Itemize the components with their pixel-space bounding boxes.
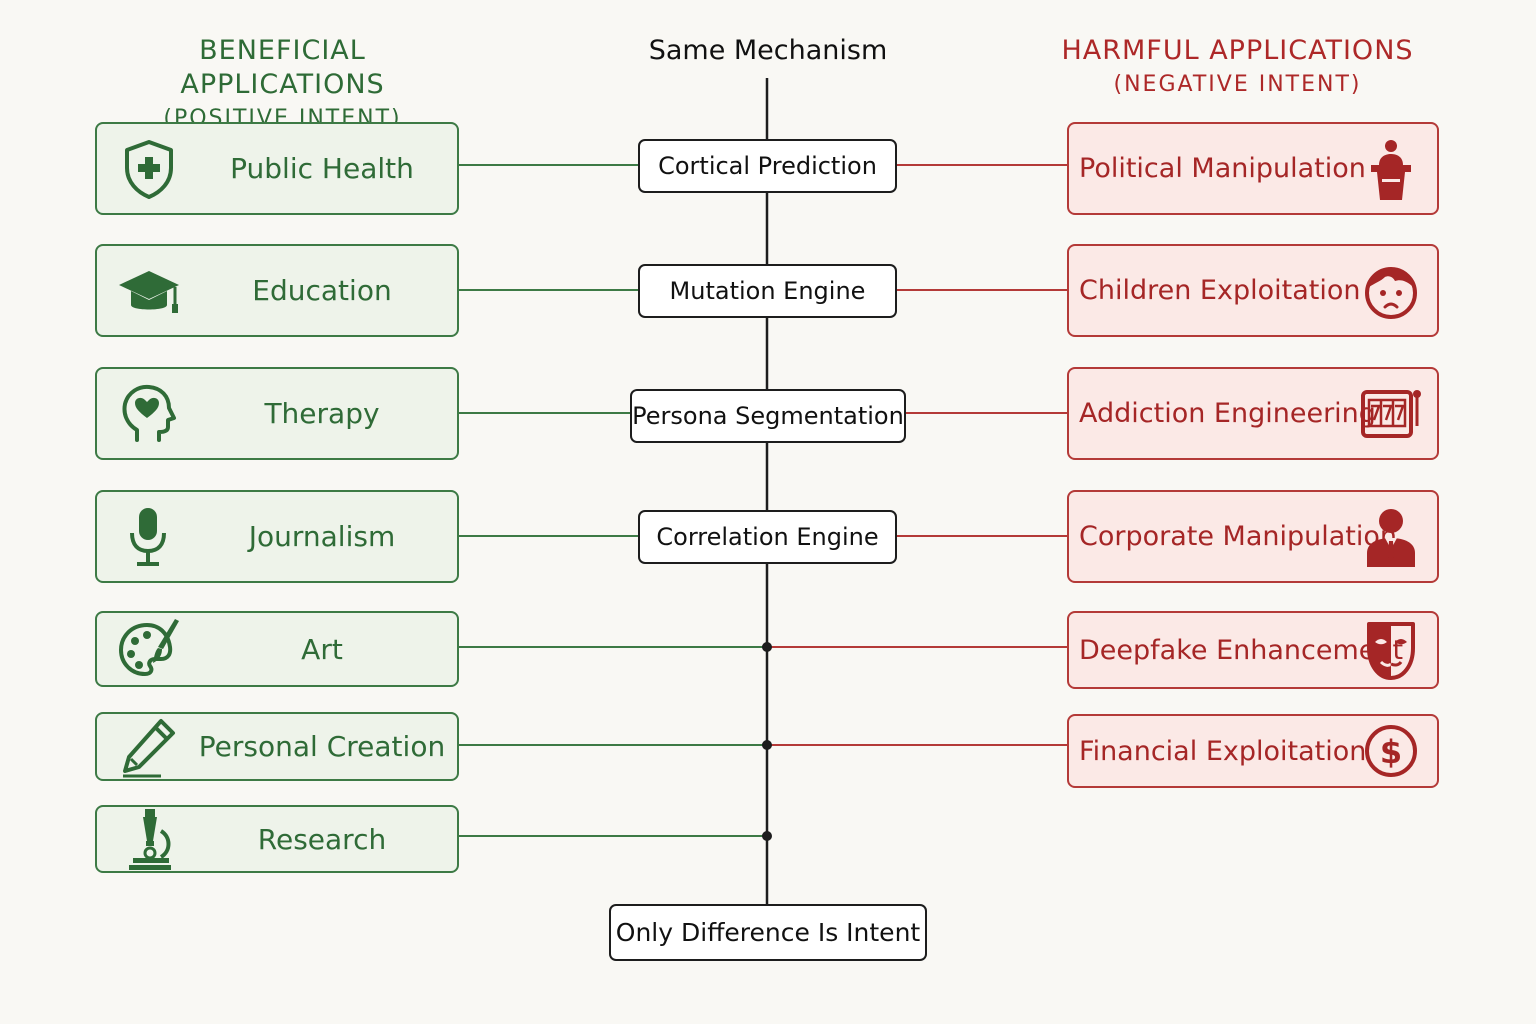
harmful-subtitle: (NEGATIVE INTENT) [1113, 72, 1362, 97]
junction-dot [762, 831, 772, 841]
beneficial-box-journalism: Journalism [95, 490, 459, 583]
beneficial-box-therapy: Therapy [95, 367, 459, 460]
harmful-label: Children Exploitation [1079, 275, 1361, 306]
beneficial-label: Public Health [230, 152, 414, 185]
harmful-box-political-manipulation: Political Manipulation [1067, 122, 1439, 215]
beneficial-box-art: Art [95, 611, 459, 687]
microscope-icon [129, 809, 171, 870]
dollar-coin-icon: $ [1365, 725, 1417, 777]
podium-speaker-icon [1371, 139, 1411, 200]
beneficial-label: Journalism [248, 520, 396, 553]
beneficial-title: BENEFICIAL APPLICATIONS [180, 35, 385, 100]
beneficial-label: Education [252, 274, 392, 307]
pencil-icon [123, 718, 175, 777]
beneficial-label: Therapy [264, 397, 380, 430]
mechanism-box-persona-segmentation: Persona Segmentation [630, 389, 906, 443]
palette-brush-icon [118, 619, 179, 677]
beneficial-label: Art [301, 632, 343, 666]
svg-text:$: $ [1380, 733, 1402, 771]
harmful-title: HARMFUL APPLICATIONS [1061, 35, 1414, 66]
head-heart-icon [122, 384, 176, 442]
child-face-icon [1365, 266, 1417, 319]
harmful-header: HARMFUL APPLICATIONS (NEGATIVE INTENT) [1050, 34, 1425, 102]
beneficial-box-research: Research [95, 805, 459, 873]
mechanism-box-correlation-engine: Correlation Engine [638, 510, 897, 564]
beneficial-box-education: Education [95, 244, 459, 337]
conclusion-box: Only Difference Is Intent [609, 904, 927, 961]
beneficial-label: Personal Creation [198, 730, 446, 763]
harmful-label: Addiction Engineering [1079, 398, 1376, 429]
harmful-label: Corporate Manipulation [1079, 521, 1398, 552]
mechanism-box-cortical-prediction: Cortical Prediction [638, 139, 897, 193]
harmful-box-financial-exploitation: Financial Exploitation $ [1067, 714, 1439, 788]
microphone-icon [130, 507, 166, 566]
businessman-icon [1367, 508, 1415, 567]
beneficial-box-personal-creation: Personal Creation [95, 712, 459, 781]
harmful-label: Political Manipulation [1079, 153, 1366, 184]
mask-icon [1367, 622, 1415, 680]
harmful-box-corporate-manipulation: Corporate Manipulation [1067, 490, 1439, 583]
mechanism-box-mutation-engine: Mutation Engine [638, 264, 897, 318]
harmful-box-addiction-engineering: Addiction Engineering [1067, 367, 1439, 460]
junction-dot [762, 642, 772, 652]
harmful-box-children-exploitation: Children Exploitation [1067, 244, 1439, 337]
center-title: Same Mechanism [648, 35, 888, 66]
center-header: Same Mechanism [618, 34, 918, 68]
graduation-cap-icon [119, 270, 179, 313]
junction-dot [762, 740, 772, 750]
beneficial-header: BENEFICIAL APPLICATIONS (POSITIVE INTENT… [95, 34, 470, 136]
beneficial-box-public-health: Public Health [95, 122, 459, 215]
harmful-label: Financial Exploitation [1079, 735, 1367, 767]
shield-plus-icon [125, 139, 173, 199]
harmful-label: Deepfake Enhancement [1079, 634, 1404, 666]
beneficial-label: Research [257, 822, 387, 856]
slot-machine-icon [1361, 389, 1421, 438]
harmful-box-deepfake-enhancement: Deepfake Enhancement [1067, 611, 1439, 689]
